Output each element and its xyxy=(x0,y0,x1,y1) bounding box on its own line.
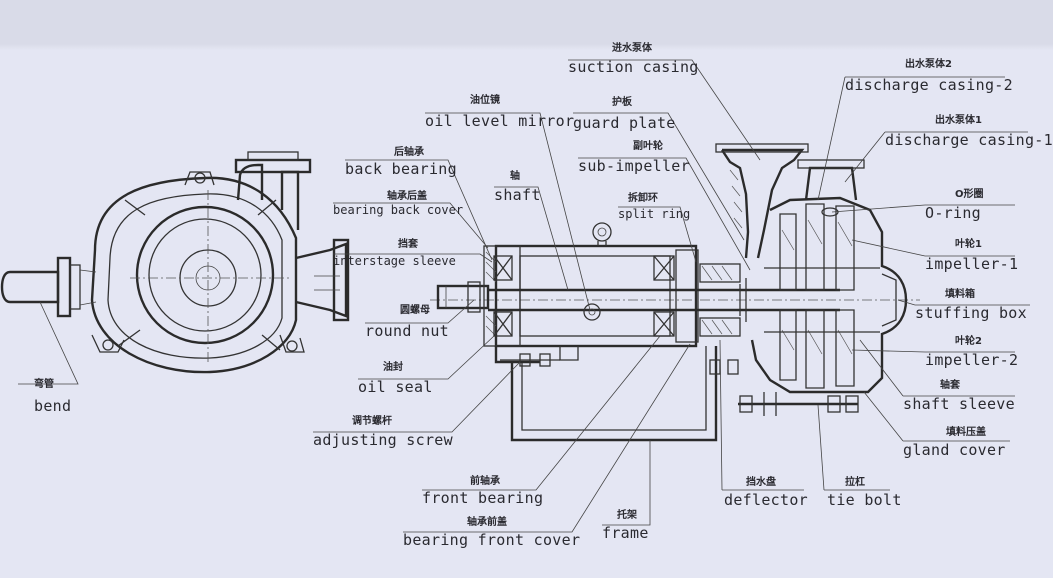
label-deflector-zh: 挡水盘 xyxy=(746,477,776,488)
label-interstage-sleeve-en: interstage sleeve xyxy=(333,254,456,268)
label-impeller-2-zh: 叶轮2 xyxy=(955,336,982,347)
label-suction-casing-en: suction casing xyxy=(568,58,699,76)
label-oil-seal-zh: 油封 xyxy=(383,362,403,373)
label-bearing-front-cover-zh: 轴承前盖 xyxy=(467,517,507,528)
label-frame-en: frame xyxy=(602,524,649,542)
label-bend-zh: 弯管 xyxy=(34,379,54,390)
label-deflector-en: deflector xyxy=(724,491,808,509)
label-round-nut-zh: 圆螺母 xyxy=(400,305,430,316)
label-tie-bolt-en: tie bolt xyxy=(827,491,902,509)
label-frame-zh: 托架 xyxy=(617,510,637,521)
label-shaft-sleeve-en: shaft sleeve xyxy=(903,395,1015,413)
label-discharge-casing-1-en: discharge casing-1 xyxy=(885,131,1053,149)
label-discharge-casing-2-en: discharge casing-2 xyxy=(845,76,1013,94)
label-oil-seal-en: oil seal xyxy=(358,378,433,396)
label-tie-bolt-zh: 拉杠 xyxy=(845,477,865,488)
label-impeller-1-en: impeller-1 xyxy=(925,255,1019,273)
label-bend-en: bend xyxy=(34,397,72,415)
label-bearing-back-cover-zh: 轴承后盖 xyxy=(387,191,427,202)
label-bearing-back-cover-en: bearing back cover xyxy=(333,203,464,217)
label-round-nut-en: round nut xyxy=(365,322,449,340)
label-sub-impeller-zh: 副叶轮 xyxy=(633,141,663,152)
label-o-ring-zh: O形圈 xyxy=(955,189,984,200)
label-shaft-sleeve-zh: 轴套 xyxy=(940,380,960,391)
label-back-bearing-zh: 后轴承 xyxy=(394,147,424,158)
label-split-ring-en: split ring xyxy=(618,207,691,221)
label-split-ring-zh: 拆卸环 xyxy=(628,193,658,204)
label-impeller-2-en: impeller-2 xyxy=(925,351,1019,369)
label-adjusting-screw-zh: 调节螺杆 xyxy=(352,416,392,427)
label-guard-plate-en: guard plate xyxy=(573,114,676,132)
label-bearing-front-cover-en: bearing front cover xyxy=(403,531,581,549)
label-gland-cover-zh: 填料压盖 xyxy=(946,427,986,438)
label-adjusting-screw-en: adjusting screw xyxy=(313,431,453,449)
label-sub-impeller-en: sub-impeller xyxy=(578,157,690,175)
label-oil-level-mirror-en: oil level mirror xyxy=(425,112,575,130)
leader-lines xyxy=(18,59,1030,533)
label-impeller-1-zh: 叶轮1 xyxy=(955,239,982,250)
label-discharge-casing-2-zh: 出水泵体2 xyxy=(905,59,952,70)
label-o-ring-en: O-ring xyxy=(925,204,981,222)
label-gland-cover-en: gland cover xyxy=(903,441,1006,459)
label-front-bearing-zh: 前轴承 xyxy=(470,476,500,487)
label-oil-level-mirror-zh: 油位镜 xyxy=(470,95,500,106)
label-back-bearing-en: back bearing xyxy=(345,160,457,178)
label-suction-casing-zh: 进水泵体 xyxy=(612,43,652,54)
label-stuffing-box-zh: 填料箱 xyxy=(945,289,975,300)
section-view xyxy=(430,143,920,442)
label-shaft-zh: 轴 xyxy=(510,171,520,182)
label-stuffing-box-en: stuffing box xyxy=(915,304,1027,322)
label-shaft-en: shaft xyxy=(494,186,541,204)
label-front-bearing-en: front bearing xyxy=(422,489,544,507)
label-interstage-sleeve-zh: 挡套 xyxy=(398,239,418,250)
end-view xyxy=(0,151,350,374)
label-discharge-casing-1-zh: 出水泵体1 xyxy=(935,115,982,126)
label-guard-plate-zh: 护板 xyxy=(612,97,632,108)
